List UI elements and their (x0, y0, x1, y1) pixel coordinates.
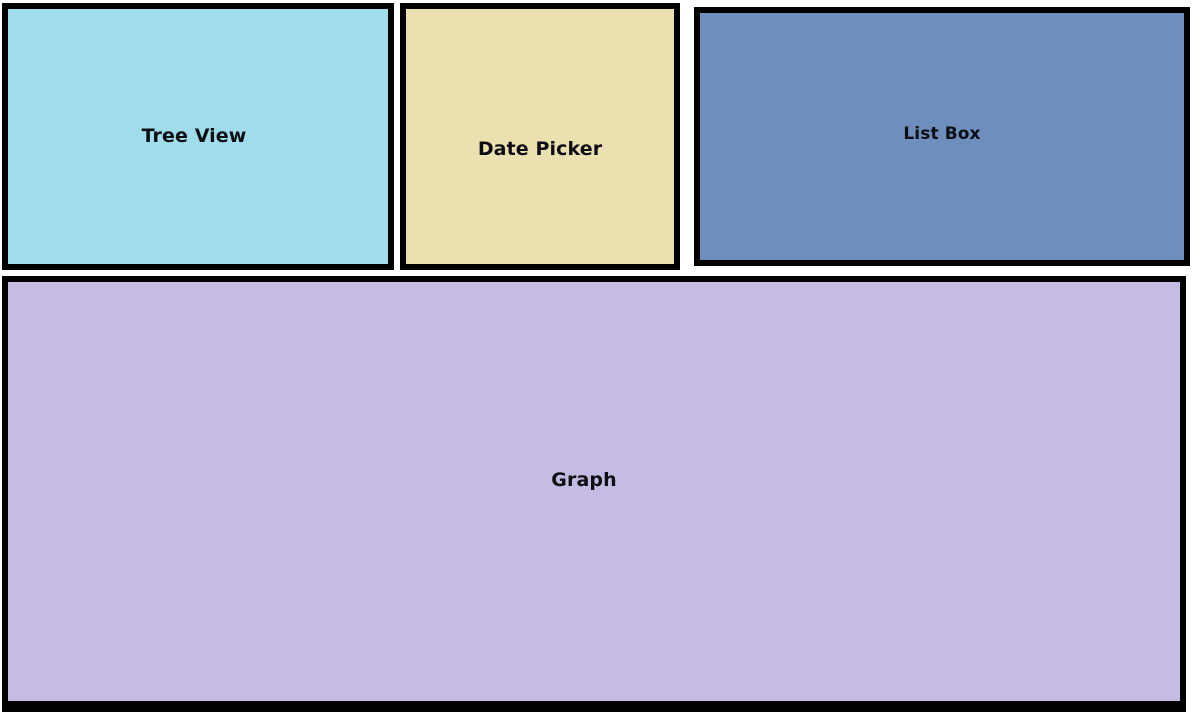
panel-graph-label: Graph (551, 468, 617, 491)
panel-list-box-label: List Box (903, 123, 981, 144)
panel-tree-view[interactable]: Tree View (2, 3, 394, 270)
panel-list-box[interactable]: List Box (694, 7, 1190, 266)
panel-graph[interactable]: Graph (2, 276, 1186, 712)
panel-date-picker-label: Date Picker (477, 137, 603, 160)
panel-tree-view-label: Tree View (141, 124, 247, 147)
panel-date-picker[interactable]: Date Picker (400, 3, 680, 270)
